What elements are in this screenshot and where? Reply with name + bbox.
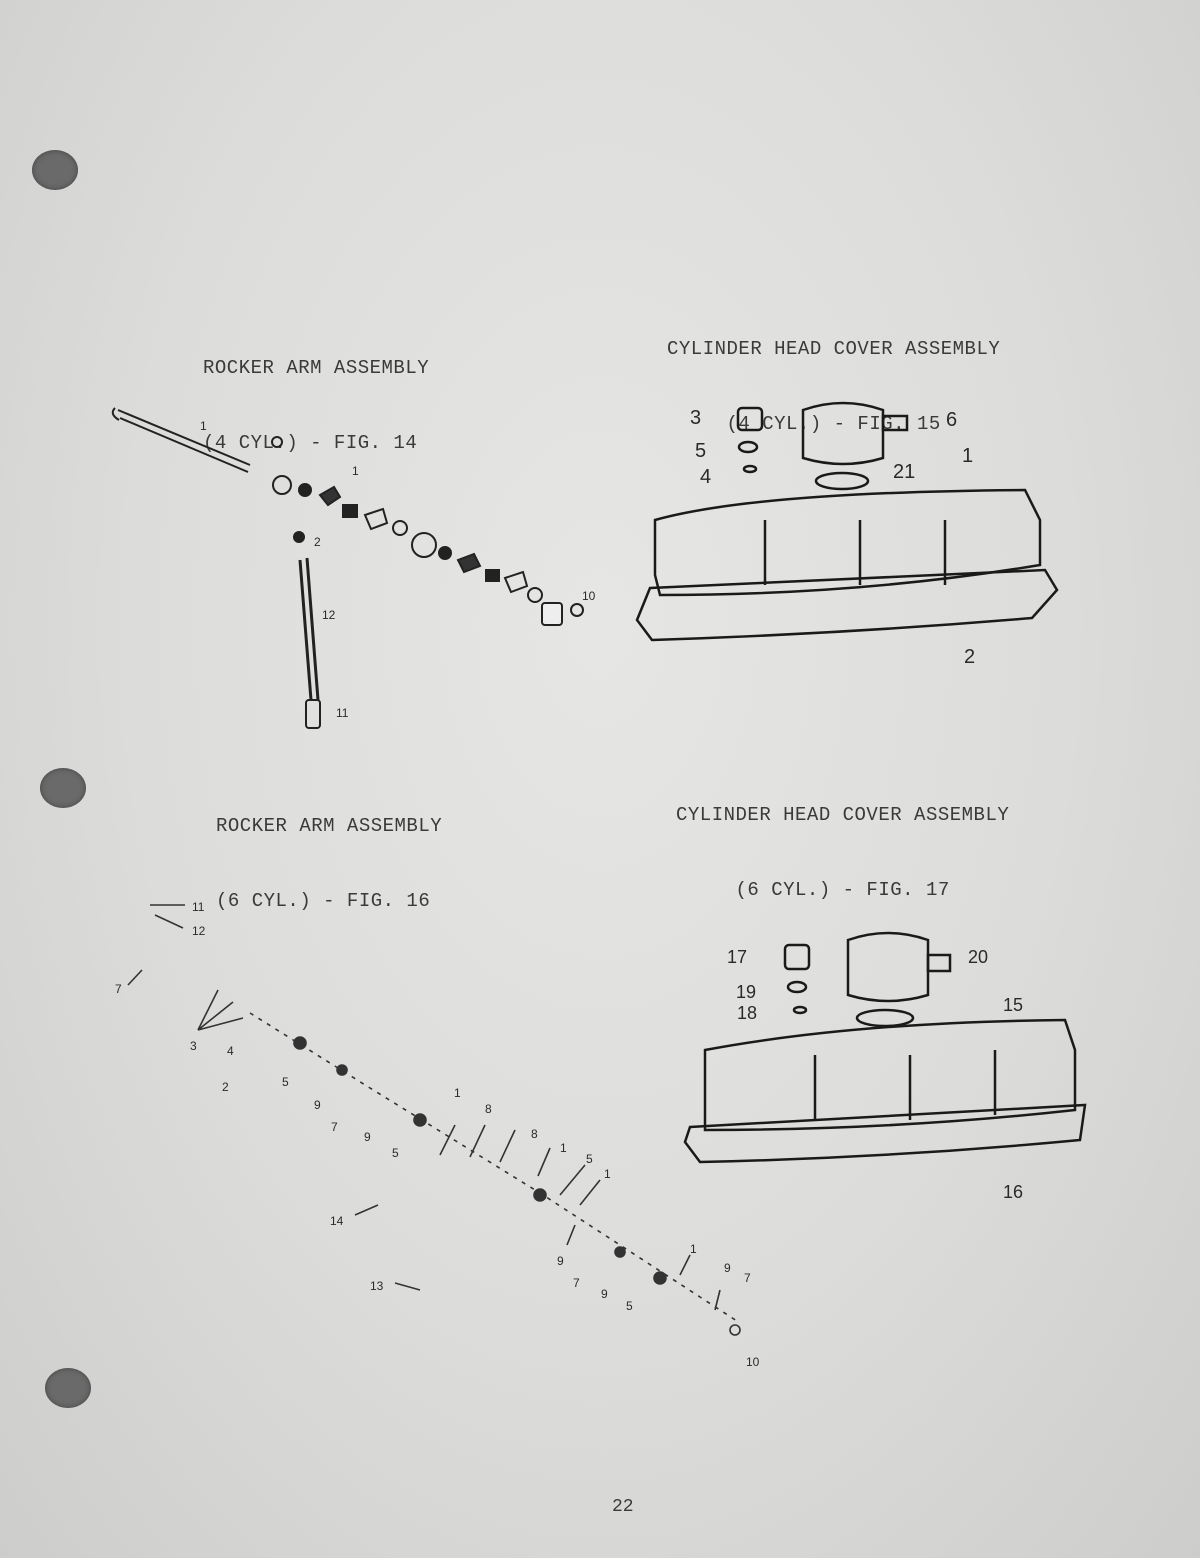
fig14-parts [272, 475, 584, 626]
fig15-callout-3: 3 [690, 407, 701, 429]
fig14-callout-1b: 1 [200, 419, 207, 433]
fig17-callout-15: 15 [1003, 995, 1023, 1015]
fig16-callout-9a: 9 [314, 1098, 321, 1112]
fig15-callout-6: 6 [946, 409, 957, 431]
binder-hole-top [32, 150, 78, 190]
fig16-callout-5d: 5 [626, 1299, 633, 1313]
fig17-callout-18: 18 [737, 1003, 757, 1023]
fig17-subtitle: (6 CYL.) - FIG. 17 [735, 879, 950, 901]
fig15-title: CYLINDER HEAD COVER ASSEMBLY [667, 338, 1001, 360]
fig17-callout-20: 20 [968, 947, 988, 967]
fig16-callout-4: 4 [227, 1044, 234, 1058]
fig16-callout-7c: 7 [573, 1276, 580, 1290]
fig15-callout-21: 21 [893, 461, 915, 483]
fig14-caption: ROCKER ARM ASSEMBLY (4 CYL.) - FIG. 14 [203, 306, 429, 506]
fig16-callout-9e: 9 [724, 1261, 731, 1275]
fig17-caption: CYLINDER HEAD COVER ASSEMBLY (6 CYL.) - … [676, 753, 1009, 953]
fig16-title: ROCKER ARM ASSEMBLY [216, 815, 443, 837]
fig16-callout-8a: 8 [485, 1102, 492, 1116]
fig16-callout-7b: 7 [331, 1120, 338, 1134]
fig16-callout-1a: 1 [454, 1086, 461, 1100]
fig16-callout-1c: 1 [604, 1167, 611, 1181]
fig14-title: ROCKER ARM ASSEMBLY [203, 357, 430, 379]
fig16-subtitle: (6 CYL.) - FIG. 16 [216, 890, 431, 912]
fig16-callout-14: 14 [330, 1214, 344, 1228]
fig15-callout-2: 2 [964, 646, 975, 668]
fig14-callout-12: 12 [322, 608, 336, 622]
fig15-callout-1: 1 [962, 445, 973, 467]
fig16-callout-1b: 1 [560, 1141, 567, 1155]
binder-hole-middle [40, 768, 86, 808]
fig14-subtitle: (4 CYL.) - FIG. 14 [203, 432, 418, 454]
fig14-callout-10: 10 [582, 589, 596, 603]
fig16-callout-10: 10 [746, 1355, 760, 1369]
fig15-callout-4: 4 [700, 466, 711, 488]
fig17-callout-19: 19 [736, 982, 756, 1002]
fig16-callout-9b: 9 [364, 1130, 371, 1144]
fig16-callout-13: 13 [370, 1279, 384, 1293]
page-number: 22 [612, 1497, 634, 1517]
fig16-callout-7d: 7 [744, 1271, 751, 1285]
fig16-callout-8b: 8 [531, 1127, 538, 1141]
fig16-caption: ROCKER ARM ASSEMBLY (6 CYL.) - FIG. 16 [216, 764, 442, 964]
fig16-callout-9c: 9 [557, 1254, 564, 1268]
fig16-callout-1d: 1 [690, 1242, 697, 1256]
fig16-parts [249, 1012, 741, 1336]
fig16-callout-3: 3 [190, 1039, 197, 1053]
fig16-callout-7a: 7 [115, 982, 122, 996]
fig16-callout-5c: 5 [586, 1152, 593, 1166]
fig17-callout-17: 17 [727, 947, 747, 967]
fig16-callout-12: 12 [192, 924, 206, 938]
fig15-caption: CYLINDER HEAD COVER ASSEMBLY (4 CYL.) - … [667, 287, 1000, 487]
fig16-callout-2: 2 [222, 1080, 229, 1094]
fig16-callout-5b: 5 [392, 1146, 399, 1160]
fig16-callout-9d: 9 [601, 1287, 608, 1301]
fig16-callout-5a: 5 [282, 1075, 289, 1089]
fig15-callout-5: 5 [695, 440, 706, 462]
fig14-callout-1a: 1 [352, 464, 359, 478]
fig14-callout-2: 2 [314, 535, 321, 549]
fig16-callout-11: 11 [192, 900, 205, 914]
fig15-subtitle: (4 CYL.) - FIG. 15 [726, 413, 941, 435]
fig14-callout-11: 11 [336, 706, 349, 720]
binder-hole-bottom [45, 1368, 91, 1408]
fig17-title: CYLINDER HEAD COVER ASSEMBLY [676, 804, 1010, 826]
fig17-callout-16: 16 [1003, 1182, 1023, 1202]
